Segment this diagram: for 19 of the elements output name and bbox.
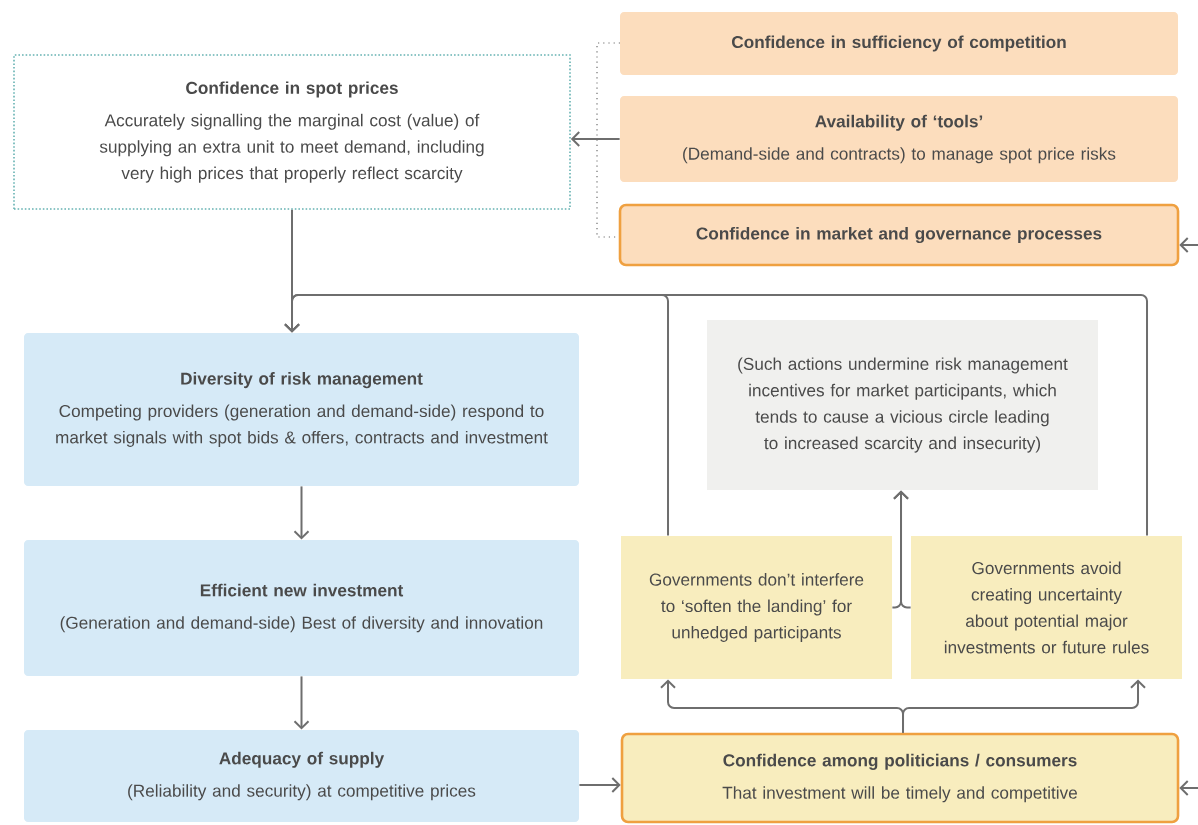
process-box: Confidence in sufficiency of competition xyxy=(620,12,1178,75)
arrow xyxy=(1179,780,1198,796)
note-box: (Such actions undermine risk management incentives for market participants, which tends to cause a vicious circle leading to increased scarcity and insecurity) xyxy=(707,320,1098,490)
arrow xyxy=(902,679,1146,734)
arrow xyxy=(293,675,310,730)
process-box: Availability of ‘tools’ (Demand-side and contracts) to manage spot price risks xyxy=(620,96,1178,182)
process-box: Diversity of risk management Competing providers (generation and demand-side) respond to market signals with spot bids & offers, contracts and investment xyxy=(24,333,579,486)
process-box: Governments don’t interfere to ‘soften the landing’ for unhedged participants xyxy=(621,536,892,679)
highlighted-box: Confidence among politicians / consumers That investment will be timely and competitive xyxy=(620,732,1180,824)
process-box: Efficient new investment (Generation and demand-side) Best of diversity and innovation xyxy=(24,540,579,676)
dotted-box: Confidence in spot prices Accurately signalling the marginal cost (value) of supplying an extra unit to meet demand, including very high prices that properly reflect scarcity xyxy=(13,54,571,210)
arrow xyxy=(284,294,1148,537)
process-box: Adequacy of supply (Reliability and security) at competitive prices xyxy=(24,730,579,822)
highlighted-box: Confidence in market and governance processes xyxy=(618,203,1180,267)
arrow xyxy=(570,131,621,147)
arrow xyxy=(293,485,310,540)
process-box: Governments avoid creating uncertainty about potential major investments or future rules xyxy=(911,536,1182,679)
arrow xyxy=(1179,237,1198,253)
arrow xyxy=(578,777,621,793)
